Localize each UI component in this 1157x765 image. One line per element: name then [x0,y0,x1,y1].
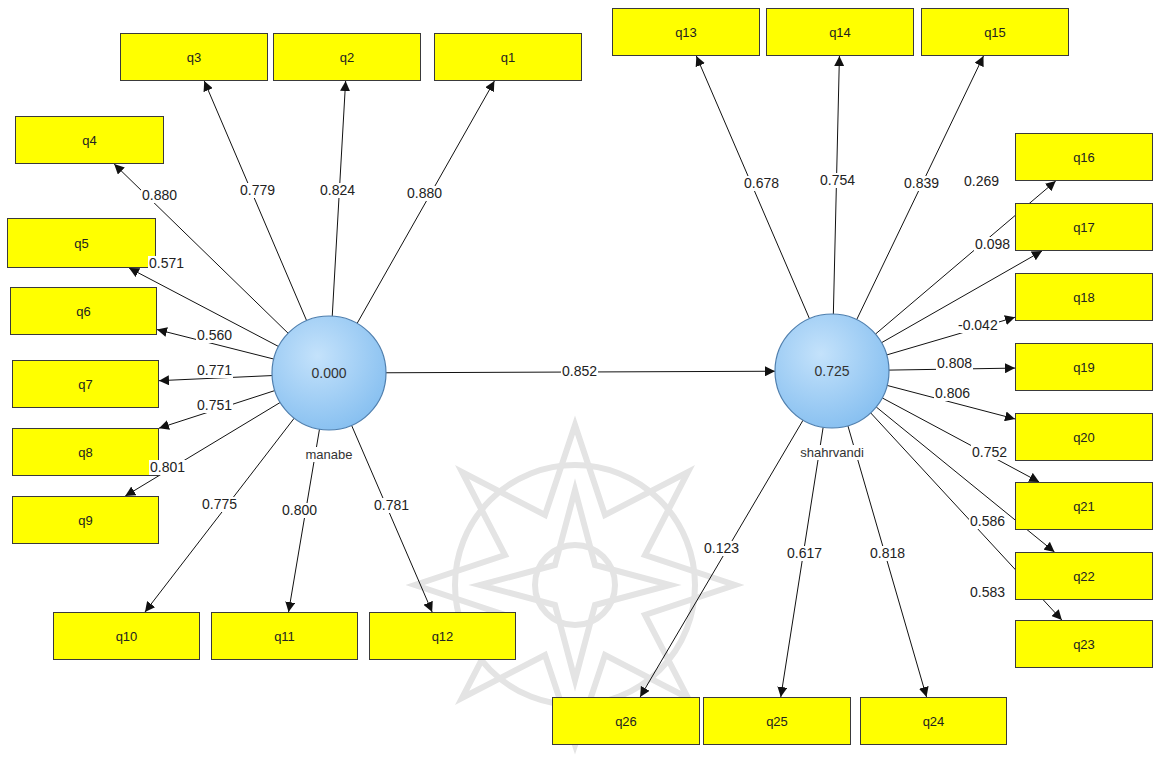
loading-arrow [781,427,823,697]
indicator-name: q13 [675,25,697,40]
indicator-box: q5 [7,218,156,268]
indicator-name: q19 [1073,360,1095,375]
loading-value: 0.678 [743,176,780,191]
loading-arrow [204,81,306,321]
indicator-name: q21 [1073,499,1095,514]
indicator-name: q9 [78,513,92,528]
loading-value: 0.808 [936,356,973,371]
indicator-box: q3 [120,33,268,81]
loading-arrow [332,81,345,316]
loading-value: 0.800 [281,503,318,518]
indicator-name: q3 [187,50,201,65]
loading-arrow [887,317,1015,355]
loading-arrow [696,56,809,319]
loading-arrow [352,425,433,612]
indicator-box: q15 [921,8,1069,56]
indicator-box: q26 [552,697,700,745]
indicator-box: q18 [1015,273,1153,321]
loading-value: 0.839 [903,176,940,191]
loading-value: 0.779 [239,183,276,198]
indicator-box: q23 [1015,620,1153,668]
indicator-box: q21 [1015,482,1153,530]
r-squared-value: 0.725 [774,363,890,379]
loading-value: 0.781 [373,498,410,513]
loading-value: 0.775 [201,497,238,512]
loading-value: 0.752 [971,445,1008,460]
indicator-box: q7 [12,360,159,408]
indicator-name: q6 [76,304,90,319]
loading-value: 0.806 [934,386,971,401]
indicator-box: q11 [211,612,358,660]
indicator-name: q10 [116,629,138,644]
construct-name: manabe [304,447,355,462]
loading-value: 0.751 [196,398,233,413]
indicator-name: q7 [78,377,92,392]
indicator-name: q25 [766,714,788,729]
loading-value: 0.583 [969,585,1006,600]
indicator-name: q14 [829,25,851,40]
path-coefficient: 0.852 [561,364,598,379]
loading-value: 0.818 [869,546,906,561]
loading-value: 0.586 [969,514,1006,529]
indicator-box: q24 [860,697,1007,745]
latent-variable-circle: 0.725shahrvandi [774,313,890,429]
loading-value: 0.571 [148,256,185,271]
indicator-name: q20 [1073,430,1095,445]
indicator-box: q10 [53,612,200,660]
indicator-name: q5 [74,236,88,251]
indicator-name: q18 [1073,290,1095,305]
loading-arrow [887,385,1015,418]
loading-value: -0.042 [957,318,999,333]
loading-arrow [640,420,803,697]
loading-value: 0.617 [786,546,823,561]
indicator-name: q1 [501,50,515,65]
indicator-box: q20 [1015,413,1153,461]
loading-arrow [357,81,494,323]
loading-value: 0.880 [141,188,178,203]
indicator-name: q2 [340,50,354,65]
loading-value: 0.560 [196,328,233,343]
indicator-name: q8 [78,445,92,460]
indicator-box: q1 [434,33,582,81]
construct-name: shahrvandi [798,445,866,460]
indicator-box: q12 [369,612,516,660]
indicator-box: q6 [10,287,157,335]
r-squared-value: 0.000 [271,365,387,381]
loading-arrow [159,391,275,429]
indicator-box: q25 [703,697,851,745]
loading-value: 0.098 [974,237,1011,252]
indicator-name: q23 [1073,637,1095,652]
indicator-box: q16 [1015,133,1153,181]
indicator-box: q17 [1015,203,1153,251]
indicator-box: q8 [12,428,159,476]
indicator-name: q24 [923,714,945,729]
indicator-box: q2 [273,33,421,81]
indicator-box: q9 [12,496,159,544]
indicator-name: q4 [82,133,96,148]
indicator-box: q4 [15,116,164,164]
loading-arrow [145,418,294,612]
indicator-name: q12 [432,629,454,644]
indicator-box: q13 [612,8,760,56]
loading-value: 0.754 [819,173,856,188]
loading-value: 0.269 [963,174,1000,189]
loading-arrow [848,426,927,697]
loading-value: 0.824 [319,183,356,198]
loading-value: 0.880 [406,186,443,201]
latent-variable-circle: 0.000manabe [271,315,387,431]
loading-value: 0.771 [196,363,233,378]
indicator-name: q15 [984,25,1006,40]
indicator-name: q11 [274,629,295,644]
indicator-box: q14 [766,8,914,56]
indicator-name: q22 [1073,569,1095,584]
indicator-box: q22 [1015,552,1153,600]
indicator-name: q17 [1073,220,1095,235]
loading-value: 0.801 [149,460,186,475]
loading-value: 0.123 [703,541,740,556]
indicator-name: q16 [1073,150,1095,165]
indicator-box: q19 [1015,343,1153,391]
indicator-name: q26 [615,714,637,729]
